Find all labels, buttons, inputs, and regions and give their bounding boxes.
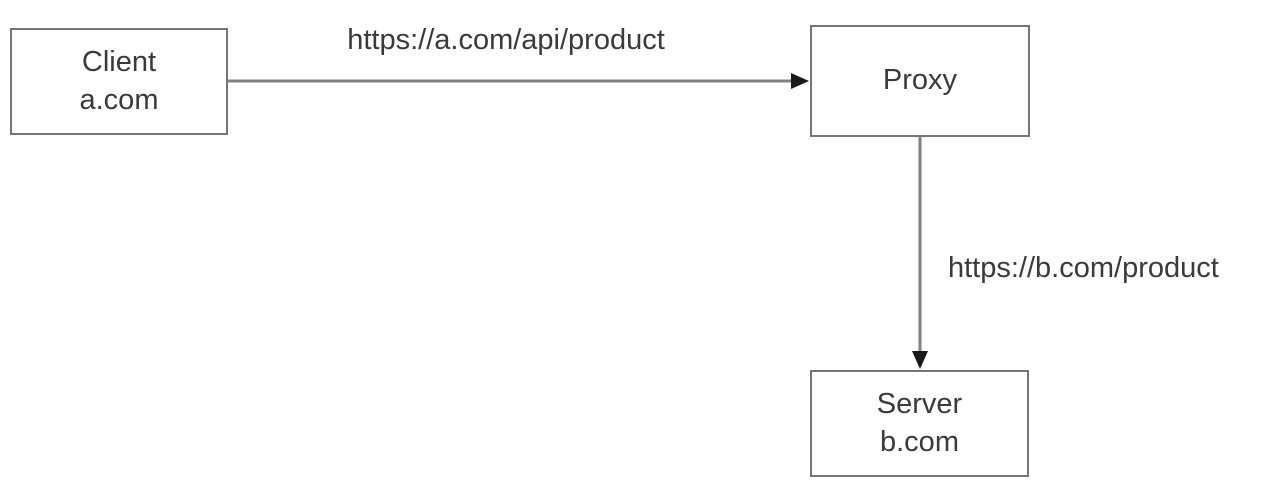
node-server-subtitle: b.com	[880, 425, 959, 458]
edge-client-to-proxy	[228, 73, 809, 89]
node-server: Server b.com	[810, 370, 1029, 477]
node-server-title: Server	[876, 388, 963, 421]
arrowhead-down-icon	[912, 351, 928, 369]
edge-proxy-to-server	[912, 137, 928, 369]
edge-label-client-to-proxy: https://a.com/api/product	[347, 24, 665, 56]
node-proxy-title: Proxy	[882, 64, 958, 97]
node-client-subtitle: a.com	[79, 83, 159, 116]
edge-label-proxy-to-server: https://b.com/product	[948, 252, 1219, 284]
arrowhead-right-icon	[791, 73, 809, 89]
node-client: Client a.com	[10, 28, 228, 135]
node-client-title: Client	[81, 46, 157, 79]
node-proxy: Proxy	[810, 25, 1030, 137]
